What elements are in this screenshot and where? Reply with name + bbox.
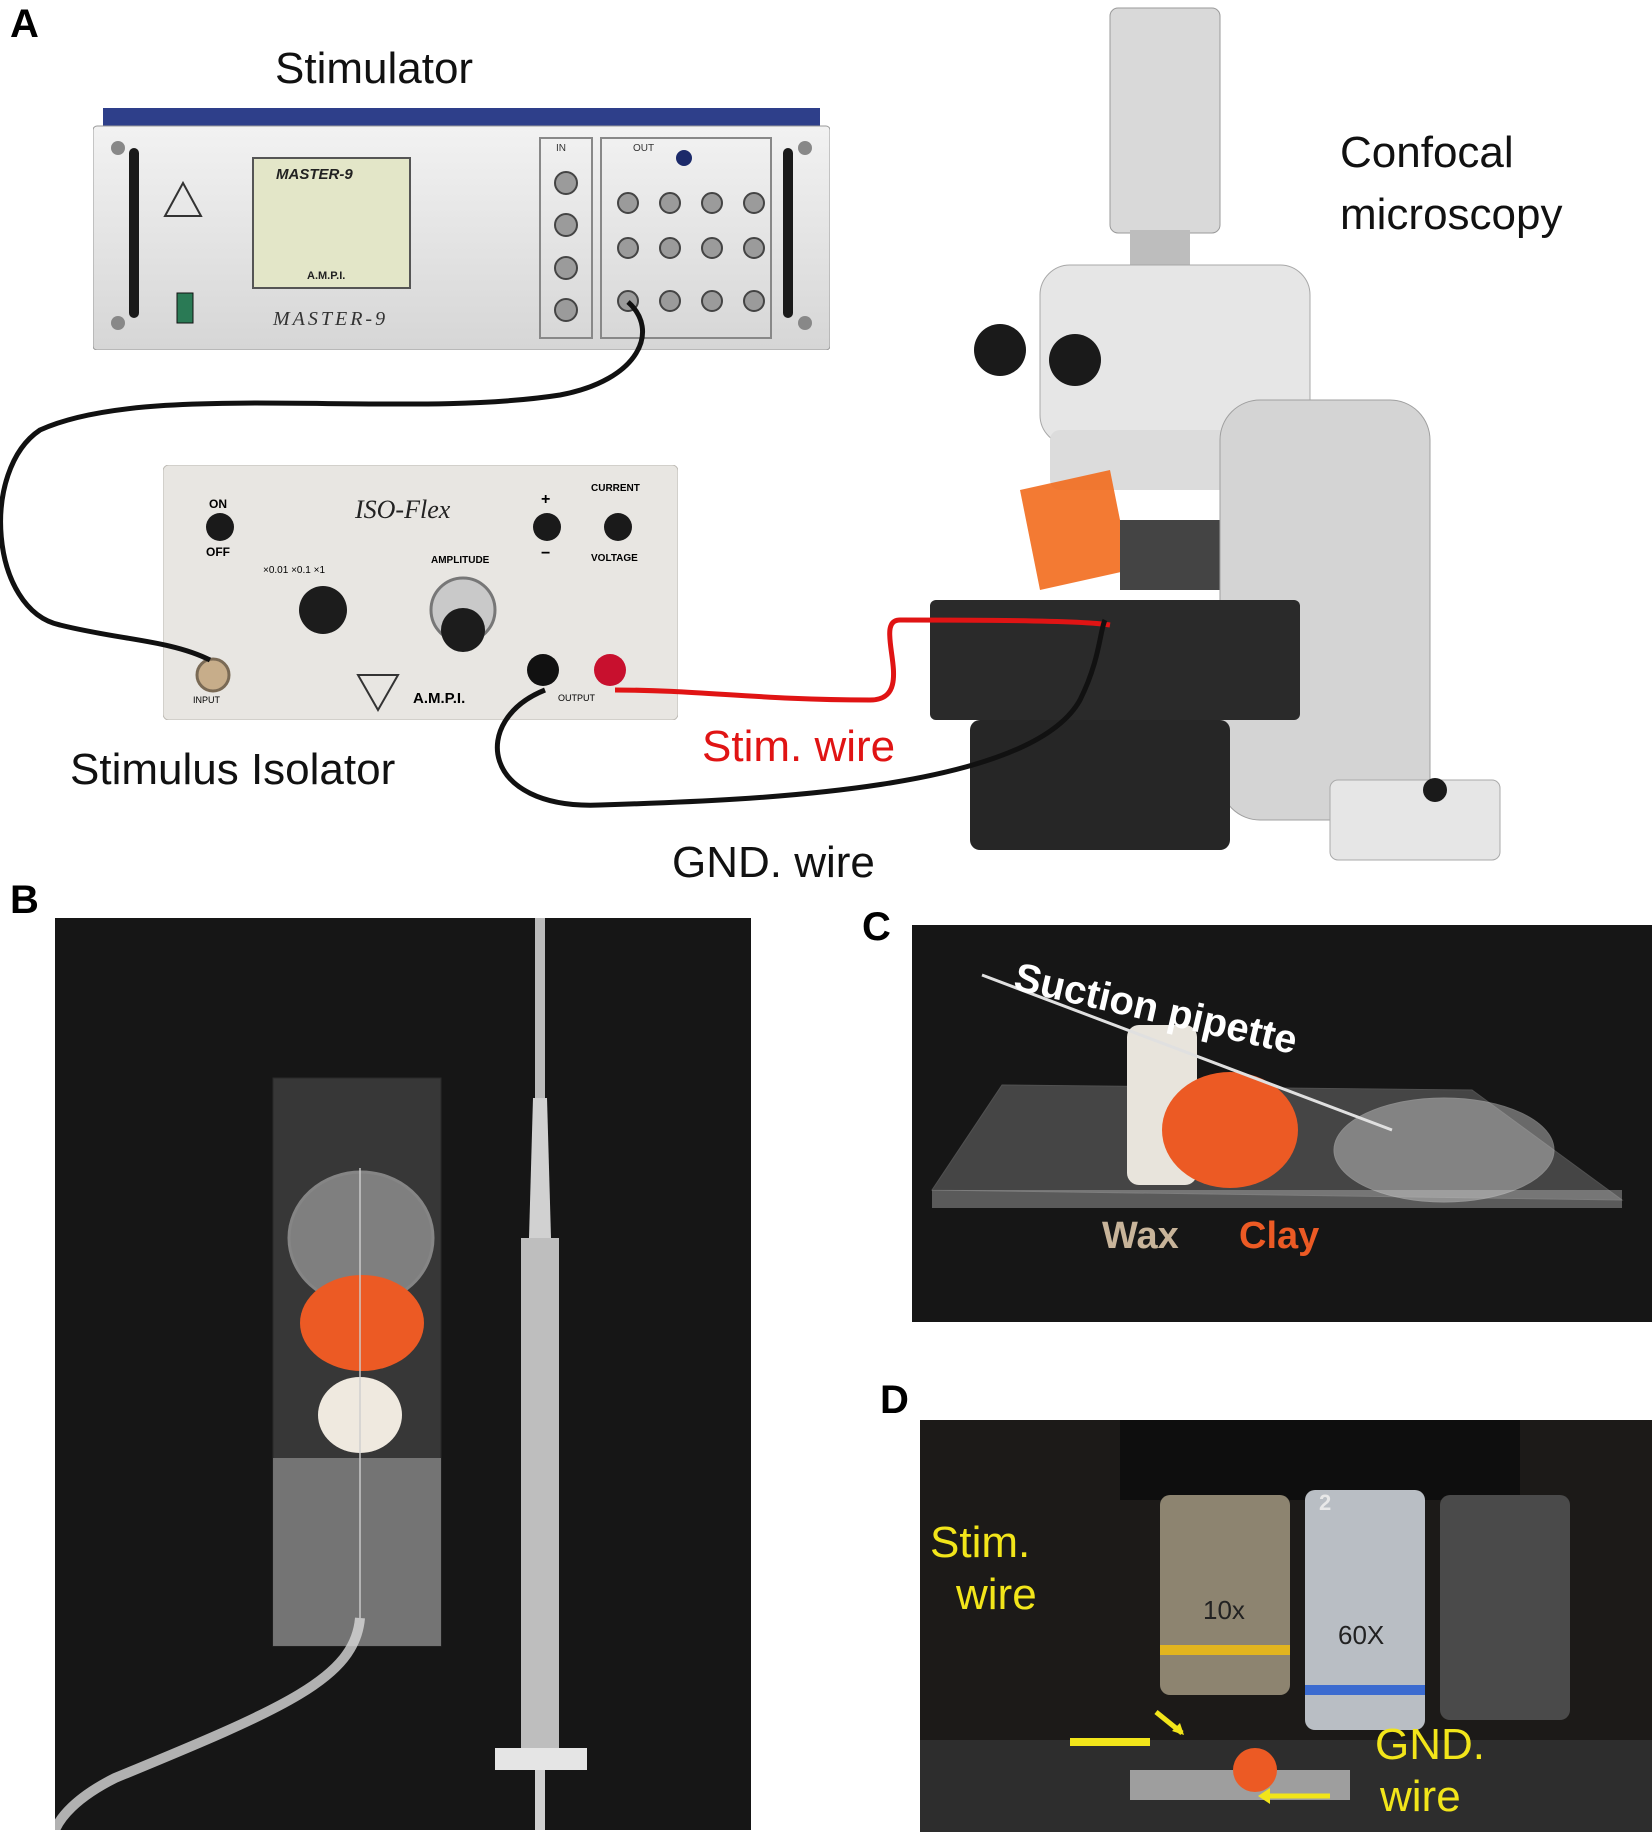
iso-flex-output: OUTPUT [558, 693, 595, 703]
iso-flex-title: ISO-Flex [355, 495, 451, 524]
panel-d-objective-10x: 10x [1203, 1595, 1245, 1625]
master9-screen-brand: A.M.P.I. [307, 270, 346, 282]
master9-screen-title: MASTER-9 [276, 166, 353, 183]
panel-d-gnd-label-line2: wire [1380, 1772, 1461, 1821]
iso-flex-amplitude: AMPLITUDE [431, 555, 490, 566]
stim-wire [614, 617, 1111, 703]
panel-d-objective-60x: 60X [1338, 1620, 1385, 1650]
stim-wire-label: Stim. wire [702, 722, 896, 771]
iso-flex-input: INPUT [193, 695, 220, 705]
iso-flex-on: ON [209, 497, 227, 511]
confocal-label-line2: microscopy [1340, 190, 1563, 239]
panel-a-letter: A [10, 2, 39, 46]
gnd-wire-label: GND. wire [672, 838, 875, 887]
iso-flex-plus: + [541, 491, 551, 508]
panel-d-gnd-label-line1: GND. [1375, 1720, 1485, 1769]
iso-flex-off: OFF [206, 545, 230, 559]
panel-a-wires [0, 300, 1111, 808]
stimulus-isolator-label: Stimulus Isolator [70, 745, 396, 794]
panel-d-stim-label-line1: Stim. [930, 1518, 1031, 1567]
iso-flex-brand: A.M.P.I. [413, 690, 466, 707]
confocal-label-line1: Confocal [1340, 128, 1514, 177]
panel-c-photo: Suction pipette Wax Clay [912, 925, 1652, 1322]
master9-in-label: IN [556, 143, 566, 154]
panel-b-letter: B [10, 878, 39, 922]
master9-front-label: MASTER-9 [273, 308, 389, 330]
panel-d-scene [920, 1420, 1652, 1832]
iso-flex-voltage: VOLTAGE [591, 553, 638, 564]
master9-stimulator: MASTER-9 A.M.P.I. MASTER-9 IN OUT [92, 108, 831, 351]
panel-d-stim-label-line2: wire [956, 1570, 1037, 1619]
master9-drawing [92, 108, 831, 351]
iso-flex-range: ×0.01 ×0.1 ×1 [263, 565, 326, 576]
panel-b-scene [55, 918, 587, 1830]
gnd-wire [495, 618, 1108, 808]
bnc-cable [0, 300, 646, 663]
panel-c-letter: C [862, 905, 891, 949]
iso-flex-body [162, 464, 679, 721]
master9-bnc-connectors [554, 171, 765, 322]
panel-c-scene [931, 973, 1624, 1208]
wax-label: Wax [1102, 1215, 1179, 1257]
stimulator-label: Stimulator [275, 44, 474, 93]
iso-flex-current: CURRENT [591, 483, 640, 494]
master9-out-label: OUT [633, 143, 655, 154]
iso-flex-isolator: ISO-Flex ON OFF + − CURRENT VOLTAGE AMPL… [162, 464, 679, 721]
confocal-microscope [930, 7, 1501, 861]
panel-b-photo [55, 918, 751, 1830]
panel-d-letter: D [880, 1378, 909, 1422]
panel-d-turret-number: 2 [1319, 1490, 1332, 1515]
clay-label: Clay [1239, 1215, 1320, 1257]
panel-d-photo: 2 10x 60X Stim. wire GND. wire [920, 1420, 1652, 1832]
iso-flex-minus: − [541, 545, 551, 562]
